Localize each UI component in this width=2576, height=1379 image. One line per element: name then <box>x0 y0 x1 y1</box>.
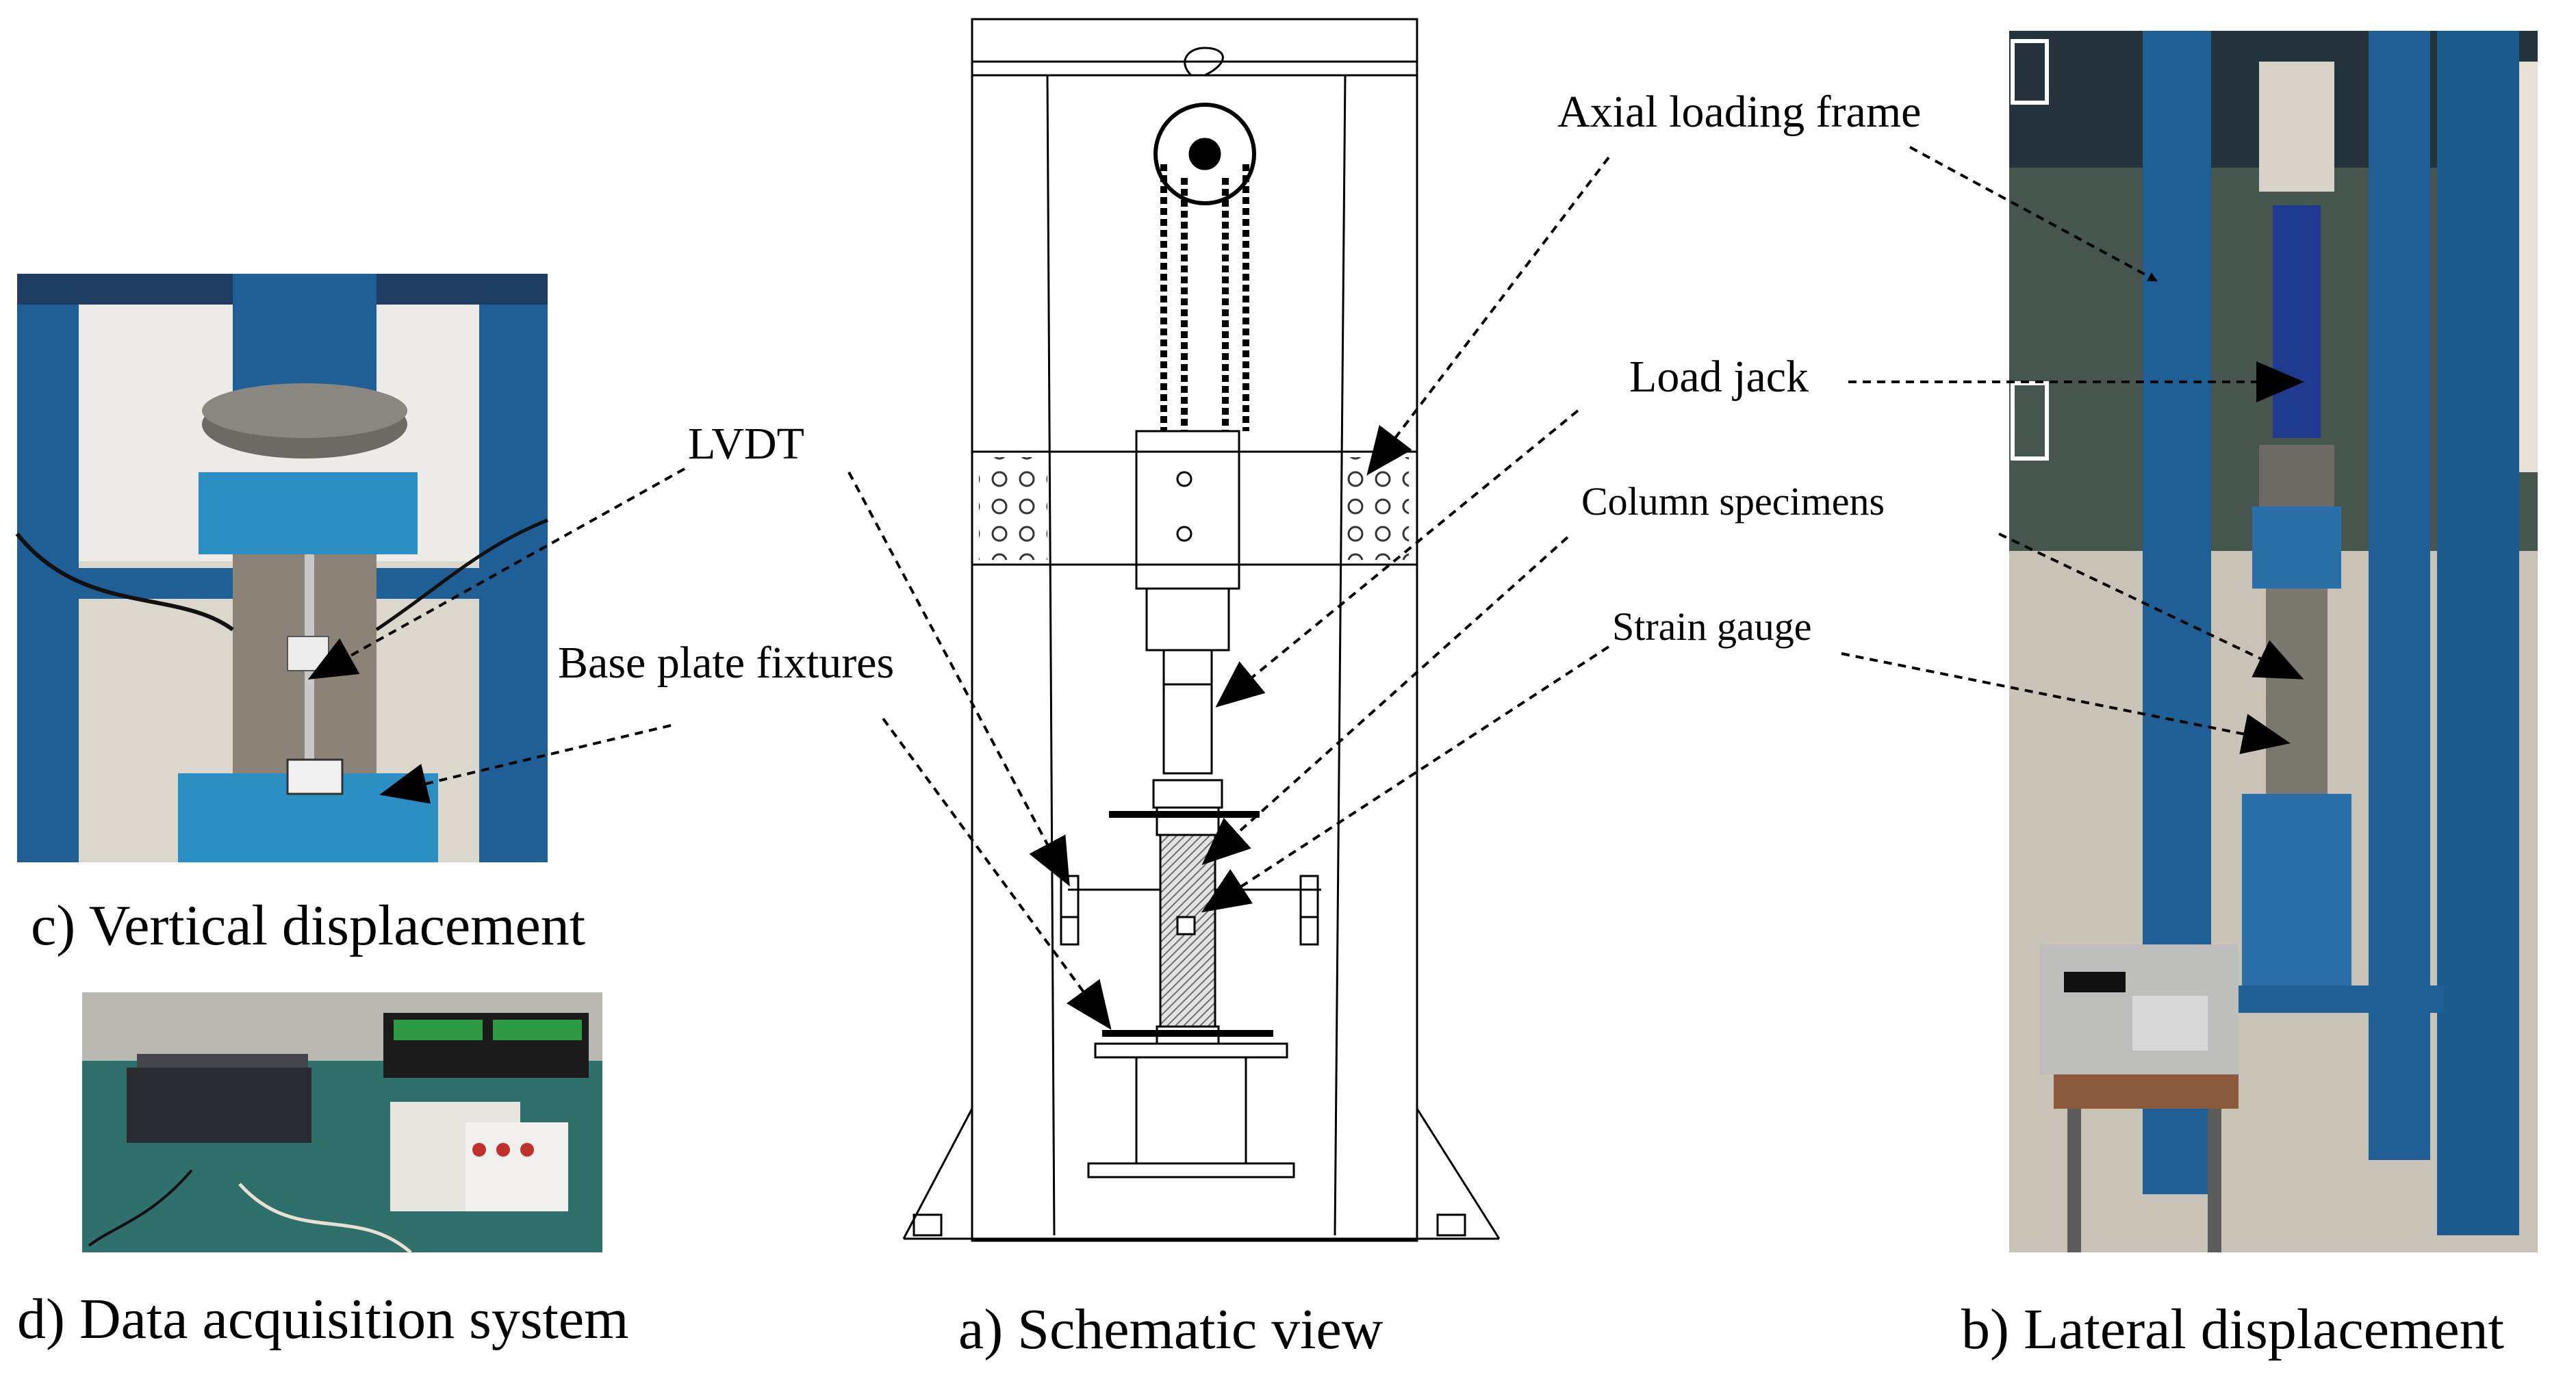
leader-axial-frame-schematic <box>1366 156 1610 476</box>
caption-vertical-displacement: c) Vertical displacement <box>31 894 585 957</box>
label-axial-loading-frame: Axial loading frame <box>1557 87 1921 137</box>
leader-base-schematic <box>882 717 1112 1030</box>
label-column-specimens: Column specimens <box>1581 479 1885 524</box>
leader-column-photo <box>1998 532 2304 680</box>
captions: a) Schematic view b) Lateral displacemen… <box>17 894 2504 1361</box>
schematic-drawing <box>902 18 1501 1242</box>
annotations: Axial loading frame Load jack Column spe… <box>558 87 1921 688</box>
leader-strain-photo <box>1841 652 2291 754</box>
caption-schematic-view: a) Schematic view <box>958 1298 1383 1361</box>
data-acquisition-photo <box>82 992 602 1254</box>
leader-base-photo <box>379 724 672 804</box>
label-base-plate-fixtures: Base plate fixtures <box>558 638 894 688</box>
lateral-displacement-photo <box>2009 31 2538 1252</box>
label-lvdt: LVDT <box>688 419 804 469</box>
label-strain-gauge: Strain gauge <box>1612 604 1812 649</box>
leader-axial-frame-photo <box>1909 146 2158 282</box>
leader-lines <box>307 146 2304 1030</box>
caption-data-acquisition: d) Data acquisition system <box>17 1287 628 1351</box>
vertical-displacement-photo <box>15 274 548 862</box>
leader-lvdt-schematic <box>847 472 1070 887</box>
caption-lateral-displacement: b) Lateral displacement <box>1961 1298 2504 1361</box>
leader-column-schematic <box>1201 536 1569 866</box>
label-load-jack: Load jack <box>1629 352 1809 402</box>
leader-load-jack-schematic <box>1215 409 1579 708</box>
leader-strain-schematic <box>1201 645 1610 913</box>
